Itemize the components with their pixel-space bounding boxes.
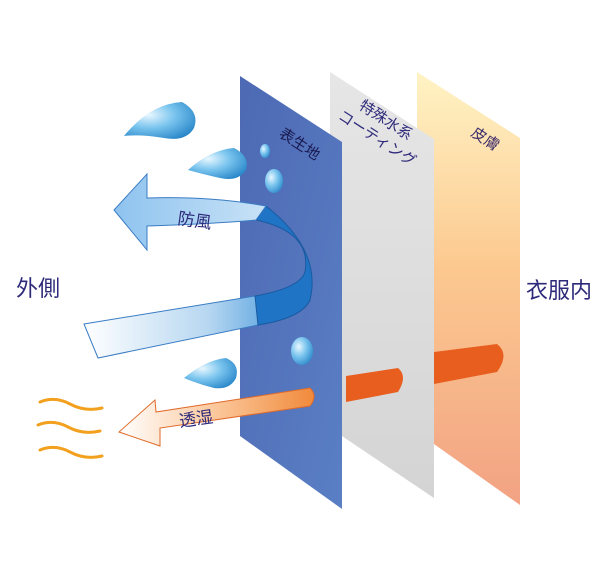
label-inside: 衣服内 <box>526 279 592 304</box>
moisture-arrow <box>118 387 315 447</box>
vapor-waves-icon <box>36 397 104 459</box>
droplet-icon <box>291 337 313 365</box>
skin-panel <box>417 72 520 505</box>
droplet-icon <box>184 358 237 389</box>
label-windproof: 防風 <box>176 209 212 234</box>
label-outside: 外側 <box>16 277 60 302</box>
droplet-icon <box>265 169 283 193</box>
droplet-icon <box>124 102 196 139</box>
moisture-tube <box>346 344 504 402</box>
droplet-icon <box>260 144 270 158</box>
droplet-icon <box>188 148 247 179</box>
wind-arrow <box>83 172 313 359</box>
water-droplets <box>124 102 313 389</box>
label-breathable: 透湿 <box>178 407 214 432</box>
